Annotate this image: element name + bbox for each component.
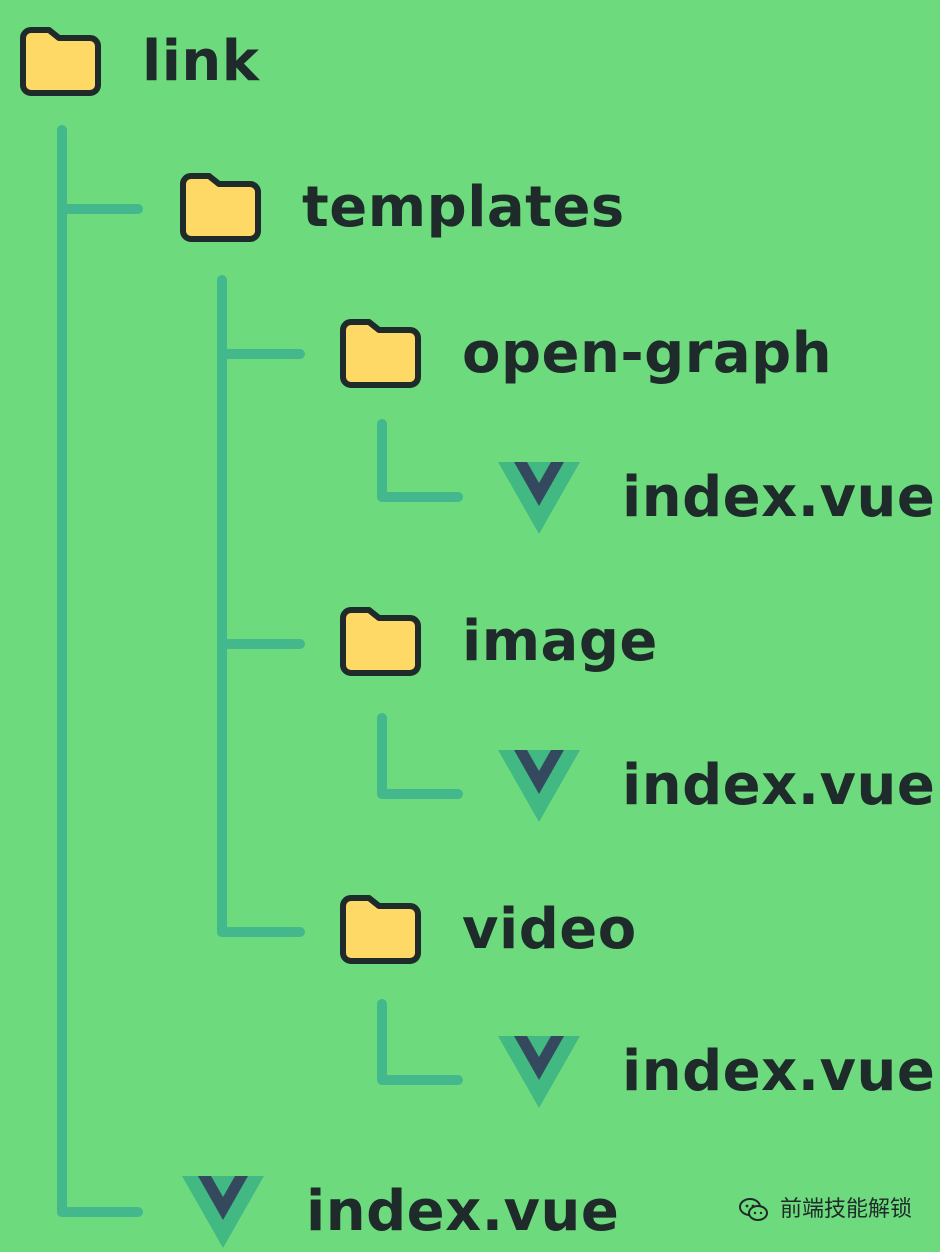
tree-node-open-graph-index-vue: index.vue [498,462,935,534]
node-label-video: video [462,897,637,962]
folder-icon [20,27,101,96]
node-label-root-index-vue: index.vue [306,1179,620,1244]
connector-open-graph-to-file [377,419,463,502]
folder-icon [340,607,421,676]
vue-icon [498,750,580,822]
tree-node-image-index-vue: index.vue [498,750,935,822]
vue-icon [182,1176,264,1248]
folder-icon [340,319,421,388]
tree-node-root-index-vue: index.vue [182,1176,619,1248]
tree-node-open-graph: open-graph [338,316,832,392]
node-label-link: link [142,29,260,94]
watermark-text: 前端技能解锁 [779,1197,912,1222]
tree-node-video: video [338,892,637,968]
node-label-image: image [462,609,658,674]
tree-node-video-index-vue: index.vue [498,1036,935,1108]
node-label-video-index-vue: index.vue [622,1039,936,1104]
node-label-templates: templates [302,175,625,240]
connector-video-to-file [377,999,463,1085]
node-label-image-index-vue: index.vue [622,753,936,818]
wechat-icon [738,1198,768,1221]
folder-icon [340,895,421,964]
tree-node-image: image [338,604,658,680]
tree-node-link: link [18,24,260,100]
node-label-open-graph: open-graph [462,321,833,386]
folder-icon [180,173,261,242]
vue-icon [498,1036,580,1108]
connector-image-to-file [377,713,463,799]
vue-icon [498,462,580,534]
watermark: 前端技能解锁 [738,1196,912,1224]
node-label-open-graph-index-vue: index.vue [622,465,936,530]
tree-node-templates: templates [178,170,625,246]
